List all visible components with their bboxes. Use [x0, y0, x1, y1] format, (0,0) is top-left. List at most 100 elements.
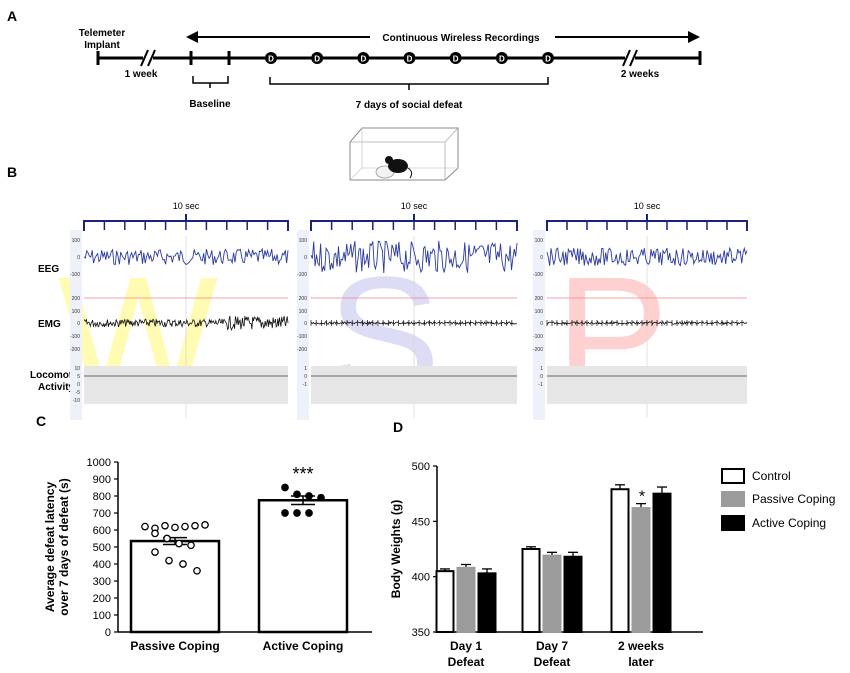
legend-swatch [721, 468, 745, 484]
active-point [305, 509, 313, 517]
y-tick-label: 200 [93, 593, 111, 605]
active-point [293, 509, 301, 517]
y-tick-label: 600 [93, 525, 111, 537]
defeat-marker [403, 52, 416, 64]
y-axis-label: Average defeat latency [43, 482, 57, 613]
defeat-marker [495, 52, 508, 64]
emg-tick: 200 [299, 296, 308, 302]
locomotor-area [84, 366, 288, 404]
defeat-marker-label: D [499, 55, 505, 64]
bar [477, 572, 497, 634]
row-label-eeg: EEG [38, 264, 59, 275]
emg-tick: 200 [535, 296, 544, 302]
y-tick-label: 1000 [87, 457, 111, 469]
legend-swatch [721, 515, 745, 531]
bar [456, 566, 476, 634]
locomotor-tick: -1 [539, 382, 544, 388]
defeat-marker-label: D [314, 55, 320, 64]
x-tick-label-2: later [628, 655, 654, 669]
implant-label-2: Implant [84, 40, 120, 51]
locomotor-area [547, 366, 747, 404]
passive-point [179, 560, 187, 568]
y-tick-label: 900 [93, 474, 111, 486]
passive-point [161, 521, 169, 530]
bar [521, 548, 541, 633]
passive-point [165, 556, 173, 565]
emg-tick: 0 [304, 321, 307, 327]
locomotor-tick: 5 [77, 374, 80, 380]
locomotor-area [311, 366, 517, 404]
passive-point [151, 548, 159, 556]
bar [610, 488, 630, 633]
defeat-marker [311, 52, 324, 64]
locomotor-tick: 0 [304, 374, 307, 380]
active-point [281, 483, 289, 492]
eeg-tick: 100 [299, 238, 308, 244]
locomotor-tick: -1 [303, 382, 308, 388]
legend-label: Control [752, 469, 791, 483]
two-weeks-label: 2 weeks [621, 69, 660, 80]
emg-tick: 100 [299, 309, 308, 315]
x-tick-label: Active Coping [263, 639, 344, 653]
row-label-emg: EMG [38, 319, 61, 330]
eeg-tick: -100 [70, 272, 80, 278]
bar [129, 539, 221, 634]
continuous-arrow [186, 31, 700, 43]
row-label-activity: Activity [38, 382, 75, 393]
x-tick-label: Day 1 [450, 639, 482, 653]
bar [435, 570, 455, 634]
y-tick-label: 400 [93, 559, 111, 571]
passive-point [201, 521, 209, 529]
eeg-trace [83, 247, 289, 266]
emg-tick: -200 [70, 347, 80, 353]
y-tick-label: 100 [93, 610, 111, 622]
active-point [293, 490, 301, 499]
passive-point [151, 529, 159, 538]
active-point [317, 493, 325, 502]
x-tick-label: 2 weeks [618, 639, 664, 653]
legend-label: Active Coping [752, 516, 826, 530]
baseline-bracket [192, 76, 229, 88]
emg-tick: -100 [533, 334, 543, 340]
panel-label-c: C [36, 413, 46, 429]
bar [563, 555, 583, 633]
defeat-marker [357, 52, 370, 64]
emg-tick: -100 [297, 334, 307, 340]
y-tick-label: 0 [105, 627, 111, 639]
locomotor-tick: 1 [540, 366, 543, 372]
defeat-marker [265, 52, 277, 64]
passive-point [175, 539, 183, 548]
panel-label-d: D [393, 419, 403, 435]
panel-label-a: A [7, 8, 17, 24]
defeat-period-label: 7 days of social defeat [356, 100, 463, 111]
defeat-marker-label: D [268, 55, 274, 64]
baseline-label: Baseline [189, 99, 231, 110]
emg-tick: 0 [540, 321, 543, 327]
y-tick-label: 500 [93, 542, 111, 554]
defeat-marker [449, 52, 462, 64]
significance-mark: * [639, 489, 645, 506]
locomotor-tick: 0 [77, 382, 80, 388]
passive-point [193, 566, 201, 575]
y-tick-label: 350 [412, 627, 430, 639]
bar [542, 554, 562, 634]
bar [257, 499, 349, 634]
eeg-tick: 0 [540, 255, 543, 261]
y-tick-label: 300 [93, 576, 111, 588]
duration-label: 10 sec [634, 201, 661, 211]
axis-strip [70, 230, 82, 420]
passive-point [187, 541, 195, 550]
y-tick-label: 400 [412, 572, 430, 584]
active-point [281, 509, 289, 517]
y-tick-label: 800 [93, 491, 111, 503]
defeat-marker-label: D [360, 55, 366, 64]
emg-tick: 100 [535, 309, 544, 315]
x-tick-label-2: Defeat [534, 655, 571, 669]
bar [652, 492, 672, 633]
passive-point [181, 522, 189, 531]
